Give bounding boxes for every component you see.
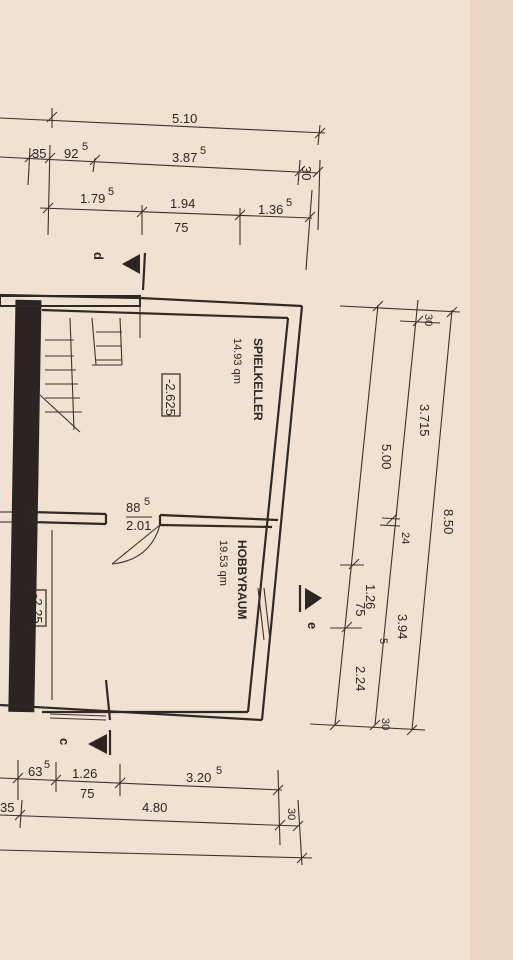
section-marker-e (298, 585, 322, 612)
top-dimension-chains (0, 108, 326, 271)
dim-top-total: 5.10 (172, 111, 197, 126)
dim-row3-b-sub: 75 (174, 220, 188, 235)
section-label-d: d (91, 252, 106, 260)
level-box-spielkeller (161, 373, 181, 417)
dim-right-bottom: 30 (379, 718, 391, 730)
dim-row3-a-sup: 5 (108, 186, 114, 198)
door-height: 2.01 (126, 518, 151, 533)
dim-right-e: 2.24 (353, 666, 368, 691)
dim-bottom-c-sup: 5 (216, 765, 222, 777)
dim-bottom-c: 3.20 (186, 770, 211, 785)
dim-bottom-a-sup: 5 (44, 759, 50, 771)
walls (0, 293, 304, 722)
dim-top-main-sup: 5 (200, 145, 206, 157)
level-stair: -2.25 (30, 594, 45, 624)
right-dimension-chains (309, 299, 461, 736)
section-label-e: e (305, 622, 320, 629)
dim-top-main: 3.87 (172, 150, 197, 165)
dim-right-a: 3.715 (417, 404, 432, 437)
section-marker-c (88, 730, 112, 755)
dim-right-b: 24 (399, 532, 411, 544)
dim-right-inner-total: 5.00 (379, 444, 394, 469)
dim-right-d-sup: 5 (377, 638, 389, 644)
dim-top-mid: 92 (64, 146, 78, 161)
level-box-stair (28, 589, 47, 627)
room-name-hobbyraum: HOBBYRAUM (235, 540, 249, 619)
dim-top-left: 35 (32, 146, 46, 161)
staircase (39, 317, 123, 433)
room-area-spielkeller: 14.93 qm (231, 338, 243, 384)
dim-right-c-sub: 75 (353, 602, 368, 616)
door-width: 88 (126, 500, 140, 515)
level-spielkeller: -2.625 (163, 379, 178, 416)
dim-top-right: 30 (299, 166, 314, 180)
dim-row3-c-sup: 5 (286, 197, 292, 209)
dim-bottom-b: 1.26 (72, 766, 97, 781)
dim-bottom-b-sub: 75 (80, 786, 94, 801)
dim-bottom-main: 4.80 (142, 800, 167, 815)
dim-row3-b: 1.94 (170, 196, 195, 211)
bottom-dimension-chains (0, 760, 313, 866)
section-label-c: c (57, 738, 72, 745)
room-area-hobbyraum: 19.53 qm (217, 540, 229, 586)
dim-right-d: 3.94 (395, 614, 410, 639)
room-name-spielkeller: SPIELKELLER (251, 338, 265, 421)
dim-right-c: 1.26 (363, 584, 378, 609)
dim-right-total: 8.50 (441, 509, 456, 534)
dim-bottom-left: 35 (0, 800, 14, 815)
dim-bottom-right: 30 (285, 808, 297, 820)
paper-fold (470, 0, 513, 960)
dim-row3-c: 1.36 (258, 202, 283, 217)
dim-top-mid-sup: 5 (82, 141, 88, 153)
dim-bottom-a: 63 (28, 764, 42, 779)
dim-right-top: 30 (422, 314, 434, 326)
section-marker-d (122, 252, 147, 291)
door-width-sup: 5 (144, 496, 150, 508)
dim-row3-a: 1.79 (80, 191, 105, 206)
